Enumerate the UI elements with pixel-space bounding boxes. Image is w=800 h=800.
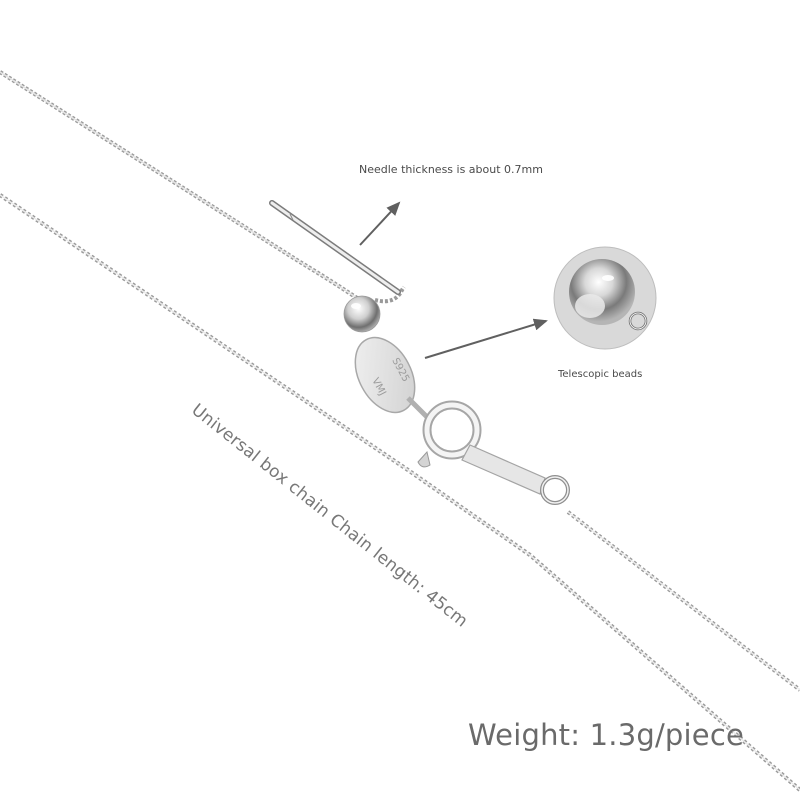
beads-arrow: [424, 318, 548, 359]
telescopic-beads-annotation: Telescopic beads: [558, 369, 643, 380]
needle-thickness-annotation: Needle thickness is about 0.7mm: [359, 163, 543, 176]
weight-annotation: Weight: 1.3g/piece: [468, 718, 745, 752]
box-chain-upper: [0, 70, 406, 304]
needle-arrow: [359, 201, 401, 246]
telescopic-bead: [343, 295, 381, 333]
needle-pin: [269, 200, 401, 295]
bead-detail-inset: [553, 246, 657, 350]
box-chain-right: [566, 510, 800, 692]
s925-tag: S925 VMJ: [354, 336, 416, 414]
extender-bar: [461, 444, 570, 505]
box-chain-lower: [0, 193, 800, 792]
spring-ring-clasp: [417, 400, 482, 468]
